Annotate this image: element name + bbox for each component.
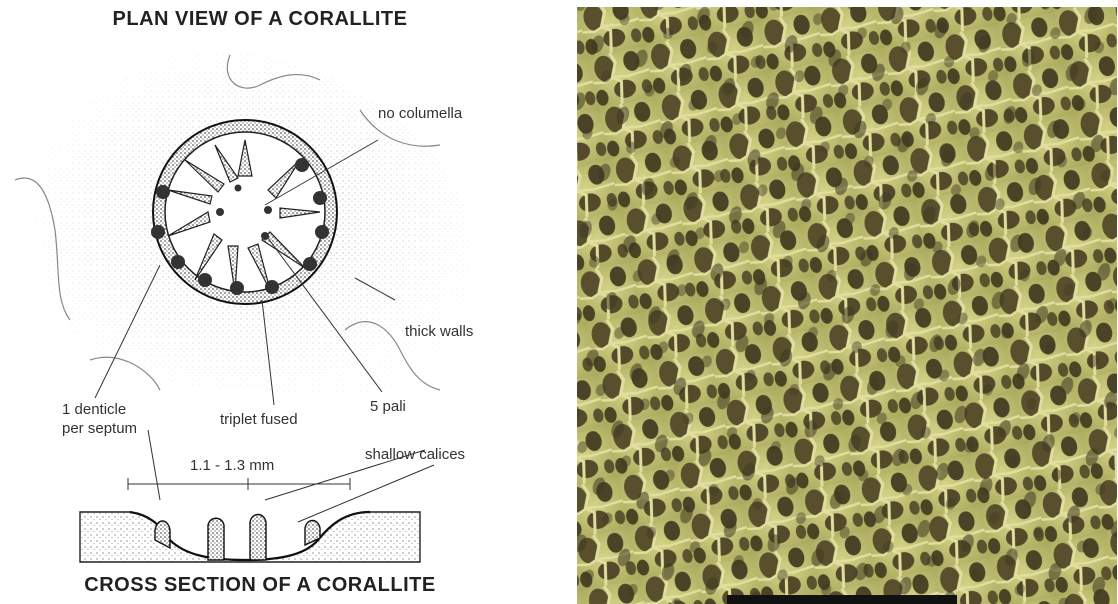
- scale-bar: [727, 595, 957, 604]
- label-thick-walls: thick walls: [405, 322, 473, 341]
- corallite-diagram-panel: PLAN VIEW OF A CORALLITE: [0, 0, 560, 604]
- label-shallow-calices: shallow calices: [365, 445, 465, 464]
- calice-plan: [151, 120, 337, 304]
- corallite-illustration: [0, 0, 560, 604]
- label-denticle-line2: per septum: [62, 419, 137, 438]
- label-denticle-line1: 1 denticle: [62, 400, 126, 419]
- cross-section: [80, 512, 420, 562]
- coral-skeleton-photo: [577, 7, 1117, 604]
- label-five-pali: 5 pali: [370, 397, 406, 416]
- cross-section-title: CROSS SECTION OF A CORALLITE: [0, 574, 520, 597]
- label-triplet-fused: triplet fused: [220, 410, 298, 429]
- label-measurement: 1.1 - 1.3 mm: [190, 456, 274, 475]
- label-no-columella: no columella: [378, 104, 462, 123]
